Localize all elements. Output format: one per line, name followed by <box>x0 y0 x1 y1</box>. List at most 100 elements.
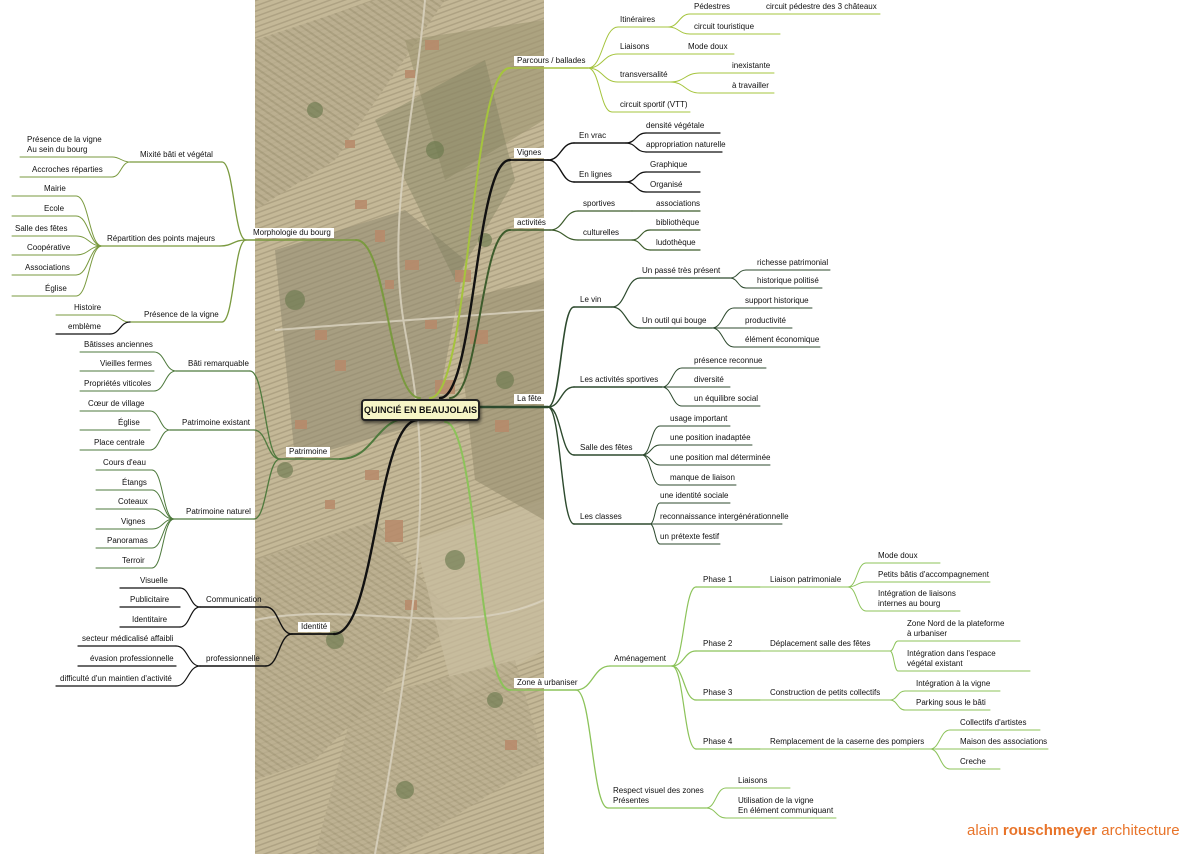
node-repartition[interactable]: Répartition des points majeurs <box>107 234 216 243</box>
node-place-centrale[interactable]: Place centrale <box>94 438 145 447</box>
node-presence-vigne[interactable]: Présence de la vigne <box>144 310 219 319</box>
node-presence-vigne-bourg[interactable]: Présence de la vigne Au sein du bourg <box>27 135 102 154</box>
node-circuit-pedestre[interactable]: circuit pédestre des 3 châteaux <box>766 2 877 11</box>
node-culturelles[interactable]: culturelles <box>583 228 620 237</box>
node-mairie[interactable]: Mairie <box>44 184 66 193</box>
node-embleme[interactable]: emblème <box>68 322 101 331</box>
node-passe[interactable]: Un passé très présent <box>642 266 721 275</box>
node-transversalite[interactable]: transversalité <box>620 70 668 79</box>
node-sportives[interactable]: sportives <box>583 199 616 208</box>
node-etangs[interactable]: Étangs <box>122 478 147 487</box>
node-identitaire[interactable]: Identitaire <box>132 615 168 624</box>
node-cours-eau[interactable]: Cours d'eau <box>103 458 146 467</box>
node-ludotheque[interactable]: ludothèque <box>656 238 696 247</box>
node-collectifs[interactable]: Collectifs d'artistes <box>960 718 1027 727</box>
node-parcours[interactable]: Parcours / ballades <box>514 56 589 66</box>
node-batisses[interactable]: Bâtisses anciennes <box>84 340 153 349</box>
node-presence-reconnue[interactable]: présence reconnue <box>694 356 763 365</box>
node-coteaux[interactable]: Coteaux <box>118 497 148 506</box>
node-mode-doux-p[interactable]: Mode doux <box>688 42 728 51</box>
node-panoramas[interactable]: Panoramas <box>107 536 148 545</box>
node-evasion[interactable]: évasion professionnelle <box>90 654 174 663</box>
node-terroir[interactable]: Terroir <box>122 556 145 565</box>
node-graphique[interactable]: Graphique <box>650 160 688 169</box>
node-reconnaissance[interactable]: reconnaissance intergénérationnelle <box>660 512 789 521</box>
node-support-historique[interactable]: support historique <box>745 296 809 305</box>
node-phase1[interactable]: Phase 1 <box>703 575 733 584</box>
node-vignes[interactable]: Vignes <box>514 148 545 158</box>
node-activites[interactable]: activités <box>514 218 549 228</box>
node-organise[interactable]: Organisé <box>650 180 683 189</box>
node-pretexte[interactable]: un prétexte festif <box>660 532 720 541</box>
node-historique-politise[interactable]: historique politisé <box>757 276 819 285</box>
node-vignes-n[interactable]: Vignes <box>121 517 146 526</box>
node-en-vrac[interactable]: En vrac <box>579 131 607 140</box>
node-element-economique[interactable]: élément économique <box>745 335 820 344</box>
node-patrimoine-existant[interactable]: Patrimoine existant <box>182 418 251 427</box>
node-ecole[interactable]: Ecole <box>44 204 65 213</box>
node-position-inadaptee[interactable]: une position inadaptée <box>670 433 751 442</box>
node-itineraires[interactable]: Itinéraires <box>620 15 656 24</box>
node-pedestres[interactable]: Pédestres <box>694 2 731 11</box>
node-vieilles-fermes[interactable]: Vieilles fermes <box>100 359 152 368</box>
node-inexistante[interactable]: inexistante <box>732 61 771 70</box>
node-patrimoine[interactable]: Patrimoine <box>286 447 331 457</box>
node-la-fete[interactable]: La fête <box>514 394 545 404</box>
node-coeur-village[interactable]: Cœur de village <box>88 399 145 408</box>
node-usage-important[interactable]: usage important <box>670 414 728 423</box>
node-morphologie[interactable]: Morphologie du bourg <box>250 228 334 238</box>
node-circuit-touristique[interactable]: circuit touristique <box>694 22 755 31</box>
node-salle-fetes-l[interactable]: Salle des fêtes <box>15 224 68 233</box>
node-liaison-patrimoniale[interactable]: Liaison patrimoniale <box>770 575 842 584</box>
node-construction[interactable]: Construction de petits collectifs <box>770 688 881 697</box>
center-node[interactable]: QUINCIÉ EN BEAUJOLAIS <box>361 399 480 421</box>
node-en-lignes[interactable]: En lignes <box>579 170 612 179</box>
node-parking[interactable]: Parking sous le bâti <box>916 698 986 707</box>
node-position-mal[interactable]: une position mal déterminée <box>670 453 771 462</box>
node-integration-liaisons[interactable]: Intégration de liaisons internes au bour… <box>878 589 956 608</box>
node-petits-batis[interactable]: Petits bâtis d'accompagnement <box>878 570 989 579</box>
node-patrimoine-naturel[interactable]: Patrimoine naturel <box>186 507 251 516</box>
node-respect[interactable]: Respect visuel des zones Présentes <box>613 786 704 805</box>
node-publicitaire[interactable]: Publicitaire <box>130 595 170 604</box>
node-zone-urbaniser[interactable]: Zone à urbaniser <box>514 678 581 688</box>
node-mixite[interactable]: Mixité bâti et végétal <box>140 150 213 159</box>
node-liaisons-p[interactable]: Liaisons <box>620 42 650 51</box>
node-phase3[interactable]: Phase 3 <box>703 688 733 697</box>
node-proprietes[interactable]: Propriétés viticoles <box>84 379 152 388</box>
node-phase2[interactable]: Phase 2 <box>703 639 733 648</box>
node-mode-doux-z[interactable]: Mode doux <box>878 551 918 560</box>
node-liaisons-z[interactable]: Liaisons <box>738 776 768 785</box>
node-zone-nord[interactable]: Zone Nord de la plateforme à urbaniser <box>907 619 1005 638</box>
node-difficulte[interactable]: difficulté d'un maintien d'activité <box>60 674 172 683</box>
node-associations[interactable]: associations <box>656 199 701 208</box>
node-identite[interactable]: Identité <box>298 622 331 632</box>
node-histoire[interactable]: Histoire <box>74 303 102 312</box>
node-secteur-medicalise[interactable]: secteur médicalisé affaibli <box>82 634 174 643</box>
node-les-classes[interactable]: Les classes <box>580 512 622 521</box>
node-bibliotheque[interactable]: bibliothèque <box>656 218 700 227</box>
node-phase4[interactable]: Phase 4 <box>703 737 733 746</box>
node-manque-liaison[interactable]: manque de liaison <box>670 473 735 482</box>
node-le-vin[interactable]: Le vin <box>580 295 602 304</box>
node-visuelle[interactable]: Visuelle <box>140 576 168 585</box>
node-creche[interactable]: Creche <box>960 757 986 766</box>
node-eglise-p[interactable]: Église <box>118 418 140 427</box>
node-amenagement[interactable]: Aménagement <box>614 654 667 663</box>
node-cooperative[interactable]: Coopérative <box>27 243 71 252</box>
node-equilibre[interactable]: un équilibre social <box>694 394 759 403</box>
node-bati-remarquable[interactable]: Bâti remarquable <box>188 359 249 368</box>
node-a-travailler[interactable]: à travailler <box>732 81 769 90</box>
node-maison-assoc[interactable]: Maison des associations <box>960 737 1048 746</box>
node-remplacement[interactable]: Remplacement de la caserne des pompiers <box>770 737 925 746</box>
node-identite-sociale[interactable]: une identité sociale <box>660 491 729 500</box>
node-circuit-vtt[interactable]: circuit sportif (VTT) <box>620 100 688 109</box>
node-communication[interactable]: Communication <box>206 595 262 604</box>
node-eglise-l[interactable]: Église <box>45 284 67 293</box>
node-outil[interactable]: Un outil qui bouge <box>642 316 707 325</box>
node-activites-sportives[interactable]: Les activités sportives <box>580 375 659 384</box>
node-richesse[interactable]: richesse patrimonial <box>757 258 829 267</box>
node-professionnelle[interactable]: professionnelle <box>206 654 260 663</box>
node-diversite[interactable]: diversité <box>694 375 724 384</box>
node-associations-l[interactable]: Associations <box>25 263 70 272</box>
